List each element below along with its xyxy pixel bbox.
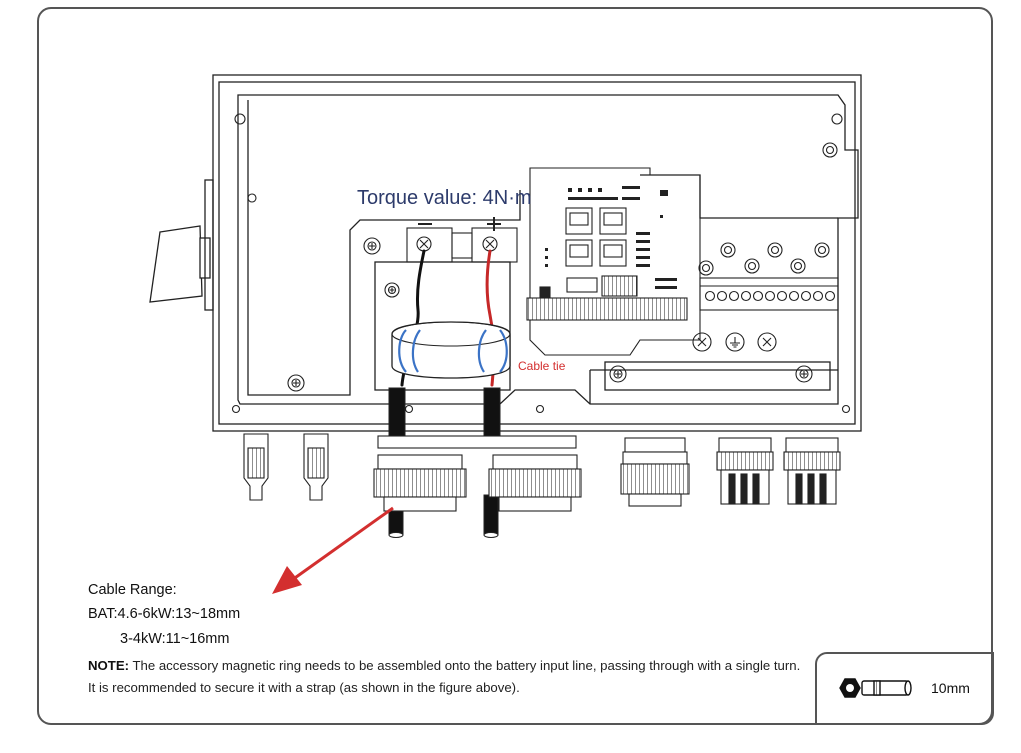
control-board: [526, 167, 701, 356]
torque-label: Torque value: 4N·m: [357, 187, 532, 209]
pv-connectors: [243, 433, 329, 501]
tool-box: [815, 652, 994, 725]
tool-size-label: 10mm: [931, 680, 970, 696]
socket-wrench-icon: [839, 678, 912, 698]
rj45-ports: [565, 207, 627, 267]
battery-terminals: [406, 217, 518, 263]
ac-terminal-block: [699, 277, 839, 311]
cable-tie-label: Cable tie: [518, 359, 566, 373]
cable-glands: [373, 435, 841, 512]
cable-range-line-1: BAT:4.6-6kW:13~18mm: [88, 606, 241, 622]
cable-range-arrow: [272, 506, 394, 594]
corner-screws: [231, 113, 851, 414]
inverter-enclosure: [212, 74, 862, 432]
note-text: The accessory magnetic ring needs to be …: [88, 658, 801, 695]
mounting-screws: [287, 142, 838, 392]
cable-range-title: Cable Range:: [88, 582, 177, 598]
cable-range-line-2: 3-4kW:11~16mm: [120, 631, 230, 647]
note-prefix: NOTE:: [88, 658, 130, 673]
magnetic-ring: [391, 321, 511, 379]
note-paragraph: NOTE: The accessory magnetic ring needs …: [88, 655, 808, 699]
dc-switch: [149, 179, 214, 311]
outer-frame: [37, 7, 993, 725]
